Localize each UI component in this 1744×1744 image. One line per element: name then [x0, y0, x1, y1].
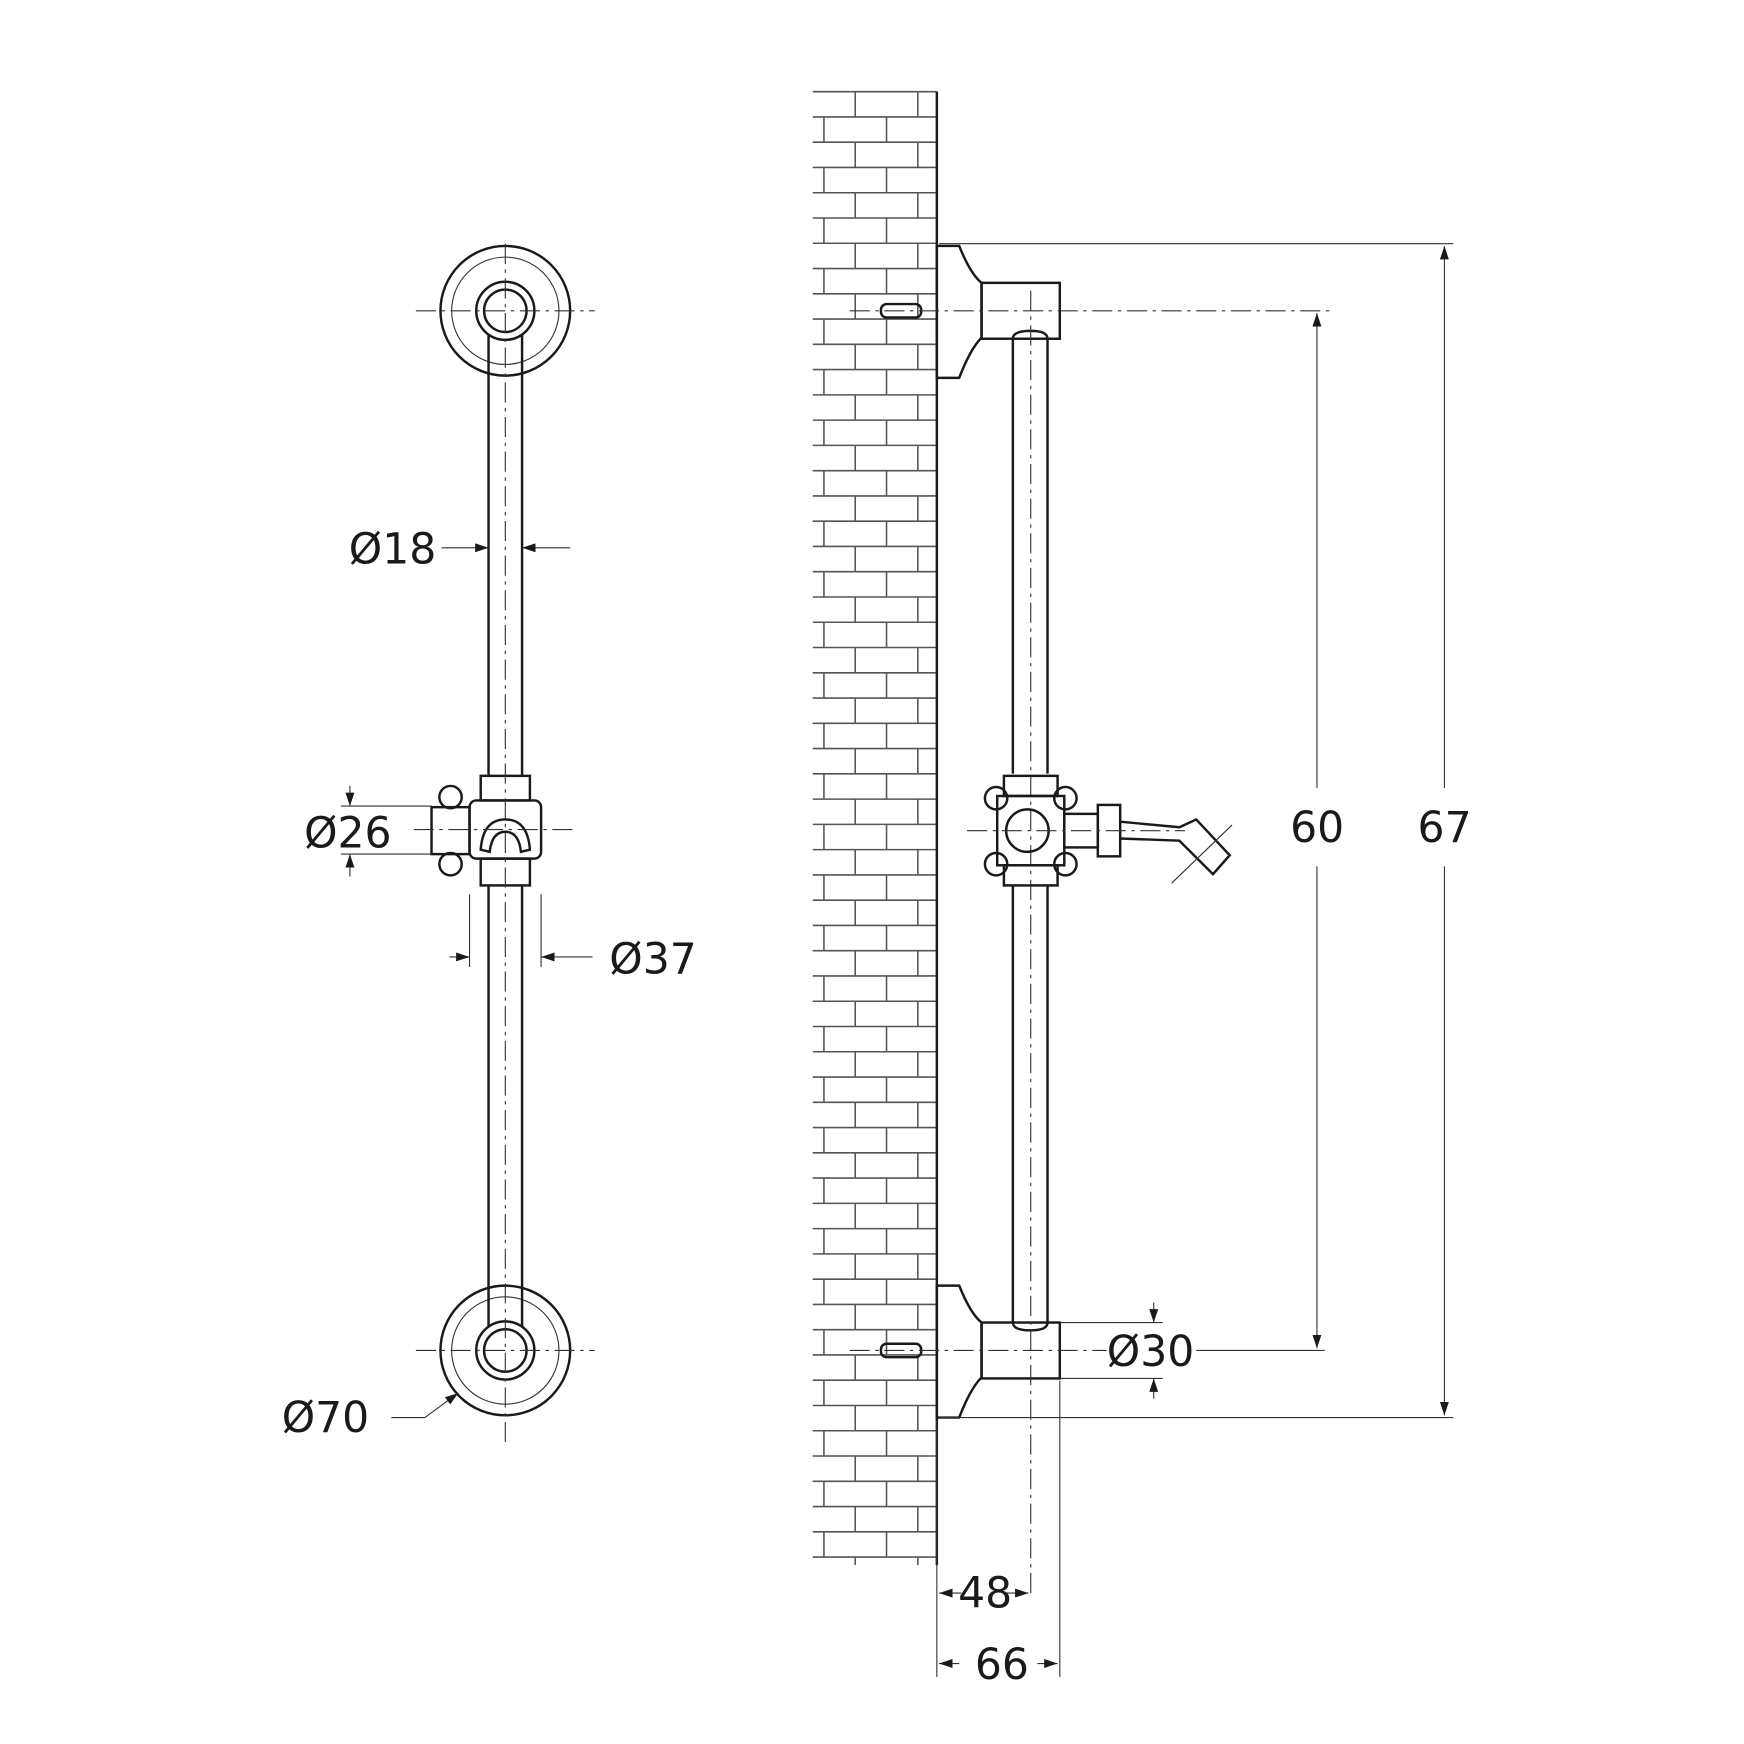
side-view: 67 60 Ø30 48 66 [812, 90, 1472, 1690]
front-view: Ø18 Ø26 Ø37 Ø70 [282, 243, 697, 1443]
dim-label-flange-diameter: Ø70 [282, 1394, 369, 1443]
dim-rail-diameter: Ø18 [349, 525, 571, 574]
rail [487, 335, 524, 1328]
side-slider [967, 774, 1233, 887]
dim-bracket-depth: 66 [939, 1641, 1058, 1690]
dim-overall-height: 67 [939, 243, 1472, 1419]
top-bracket [849, 244, 1331, 380]
dim-label-center-distance: 60 [1290, 804, 1344, 853]
bottom-bracket [849, 1284, 1107, 1419]
side-rail [1011, 290, 1049, 1599]
dim-slider-width: Ø37 [449, 894, 697, 985]
dim-label-slider-width: Ø37 [609, 936, 696, 985]
centerlines [413, 243, 595, 1443]
dim-bracket-diameter: Ø30 [1059, 1302, 1325, 1399]
dim-flange-diameter: Ø70 [282, 1392, 459, 1443]
dim-label-rail-offset: 48 [958, 1570, 1012, 1619]
dim-label-bracket-diameter: Ø30 [1107, 1328, 1194, 1377]
dim-center-distance: 60 [1290, 313, 1344, 1349]
slider-holder [430, 774, 543, 887]
dim-label-rail-diameter: Ø18 [349, 525, 436, 574]
dim-label-holder-diameter: Ø26 [304, 809, 391, 858]
brick-wall [812, 90, 937, 1566]
dim-label-bracket-depth: 66 [975, 1641, 1029, 1690]
dim-label-overall-height: 67 [1418, 804, 1472, 853]
dim-holder-diameter: Ø26 [304, 785, 432, 877]
dim-rail-offset: 48 [936, 1380, 1061, 1677]
